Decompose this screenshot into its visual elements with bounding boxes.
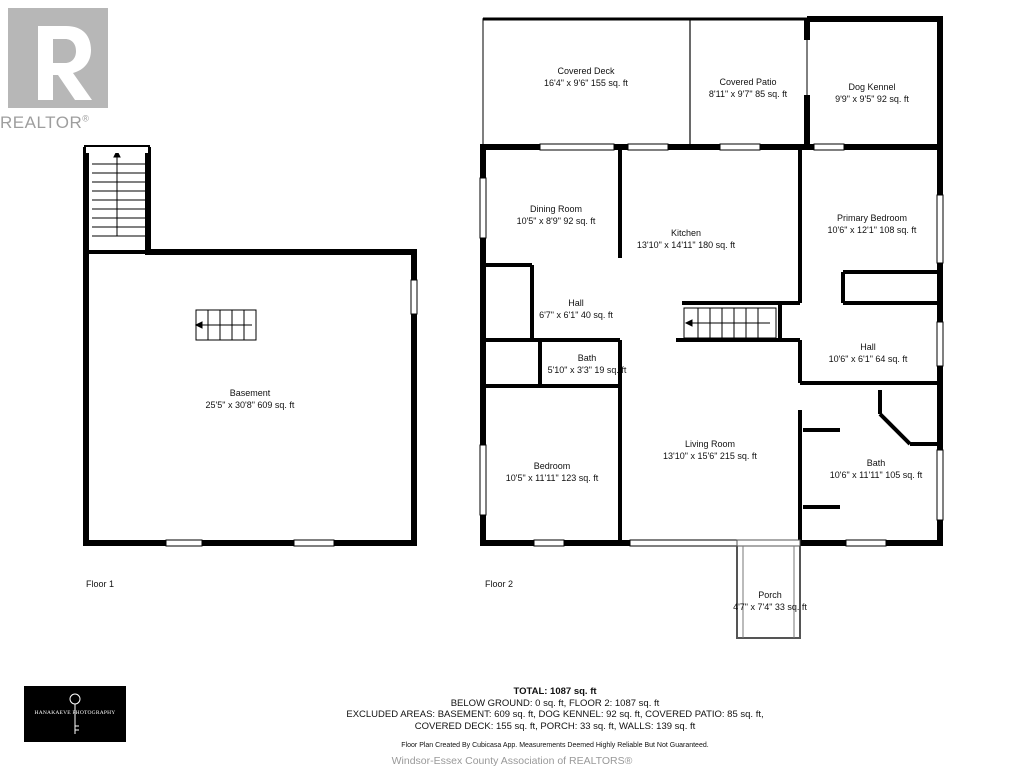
totals-line-1: BELOW GROUND: 0 sq. ft, FLOOR 2: 1087 sq… [450, 697, 660, 709]
kitchen-dims: 13'10" x 14'11" 180 sq. ft [637, 240, 736, 250]
basement-dims: 25'5" x 30'8" 609 sq. ft [206, 400, 295, 410]
floor-2-plan: Covered Deck 16'4" x 9'6" 155 sq. ft Cov… [479, 16, 944, 639]
key-icon [69, 693, 81, 734]
realtor-logo [8, 8, 108, 113]
bath-large-name: Bath [867, 458, 886, 468]
covered-patio-dims: 8'11" x 9'7" 85 sq. ft [709, 89, 788, 99]
kitchen-name: Kitchen [671, 228, 701, 238]
realtor-wordmark: REALTOR® [0, 113, 89, 133]
covered-deck-dims: 16'4" x 9'6" 155 sq. ft [544, 78, 628, 88]
covered-deck-name: Covered Deck [557, 66, 615, 76]
totals-line-3: COVERED DECK: 155 sq. ft, PORCH: 33 sq. … [414, 720, 696, 732]
floor-2-stairs-icon [683, 307, 777, 339]
living-room-name: Living Room [685, 439, 735, 449]
window [165, 539, 203, 547]
primary-bedroom-dims: 10'6" x 12'1" 108 sq. ft [828, 225, 917, 235]
bath-large-dims: 10'6" x 11'11" 105 sq. ft [830, 470, 923, 480]
covered-patio-name: Covered Patio [719, 77, 776, 87]
porch-outline [736, 546, 801, 639]
bath-small-name: Bath [578, 353, 597, 363]
floor-2-windows [479, 143, 944, 547]
hall-right-dims: 10'6" x 6'1" 64 sq. ft [829, 354, 908, 364]
interior-walls [486, 150, 937, 540]
porch-name: Porch [758, 590, 782, 600]
floor-1-plan: Basement 25'5" x 30'8" 609 sq. ft Floor … [83, 145, 418, 589]
dog-kennel-dims: 9'9" x 9'5" 92 sq. ft [835, 94, 909, 104]
basement-walls [83, 147, 417, 546]
porch-dims: 4'7" x 7'4" 33 sq. ft [733, 602, 807, 612]
area-totals: TOTAL: 1087 sq. ft BELOW GROUND: 0 sq. f… [270, 686, 840, 732]
living-room-dims: 13'10" x 15'6" 215 sq. ft [663, 451, 757, 461]
stairs-icon [92, 149, 146, 237]
hall-left-dims: 6'7" x 6'1" 40 sq. ft [539, 310, 613, 320]
house-exterior-walls [480, 144, 943, 546]
photographer-logo: HANAKAEVE PHOTOGRAPHY [24, 686, 126, 742]
primary-bedroom-name: Primary Bedroom [837, 213, 907, 223]
porch-door [736, 539, 801, 547]
disclaimer: Floor Plan Created By Cubicasa App. Meas… [401, 742, 709, 749]
realtor-r-mark [8, 8, 108, 108]
realtor-word: REALTOR [0, 113, 83, 132]
interior-stairs-icon [194, 309, 257, 341]
bedroom-dims: 10'5" x 11'11" 123 sq. ft [506, 473, 599, 483]
photographer-name: HANAKAEVE PHOTOGRAPHY [34, 710, 116, 716]
total-area: TOTAL: 1087 sq. ft [513, 686, 597, 697]
totals-line-2: EXCLUDED AREAS: BASEMENT: 609 sq. ft, DO… [346, 709, 764, 720]
basement-name: Basement [230, 388, 271, 398]
registered-mark: ® [82, 113, 90, 124]
floor-1-label: Floor 1 [86, 579, 114, 589]
bedroom-name: Bedroom [534, 461, 571, 471]
association-footer: Windsor-Essex County Association of REAL… [391, 755, 633, 767]
realtor-r-icon [8, 8, 108, 108]
stair-opening [86, 147, 148, 153]
hall-right-name: Hall [860, 342, 876, 352]
dining-room-dims: 10'5" x 8'9" 92 sq. ft [517, 216, 596, 226]
floor-2-label: Floor 2 [485, 579, 513, 589]
window [293, 539, 335, 547]
bath-small-dims: 5'10" x 3'3" 19 sq. ft [548, 365, 627, 375]
dog-kennel-name: Dog Kennel [848, 82, 895, 92]
window [410, 279, 418, 315]
hall-left-name: Hall [568, 298, 584, 308]
dining-room-name: Dining Room [530, 204, 582, 214]
